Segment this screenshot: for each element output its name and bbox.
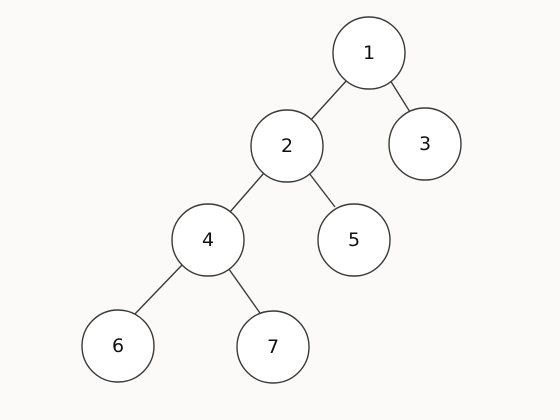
edge-2-4 bbox=[229, 172, 265, 213]
edge-4-6 bbox=[132, 264, 183, 317]
tree-node-4: 4 bbox=[171, 203, 245, 277]
edge-2-5 bbox=[308, 172, 336, 208]
tree-node-7: 7 bbox=[236, 310, 310, 384]
tree-node-4-label: 4 bbox=[202, 229, 214, 251]
edge-1-2 bbox=[308, 79, 348, 123]
nodes-layer: 1 2 3 4 5 6 7 bbox=[81, 16, 462, 384]
tree-node-6-label: 6 bbox=[112, 335, 124, 357]
edge-1-3 bbox=[389, 79, 411, 113]
tree-node-3-label: 3 bbox=[419, 133, 431, 155]
tree-node-5-label: 5 bbox=[348, 229, 360, 251]
tree-node-3: 3 bbox=[388, 107, 462, 181]
edge-4-7 bbox=[225, 264, 261, 314]
tree-node-7-label: 7 bbox=[267, 336, 279, 358]
tree-node-2: 2 bbox=[250, 109, 324, 183]
tree-node-2-label: 2 bbox=[281, 135, 293, 157]
edges-layer bbox=[132, 79, 411, 317]
tree-node-6: 6 bbox=[81, 309, 155, 383]
tree-node-1-label: 1 bbox=[363, 42, 375, 64]
tree-node-1: 1 bbox=[332, 16, 406, 90]
tree-node-5: 5 bbox=[317, 203, 391, 277]
